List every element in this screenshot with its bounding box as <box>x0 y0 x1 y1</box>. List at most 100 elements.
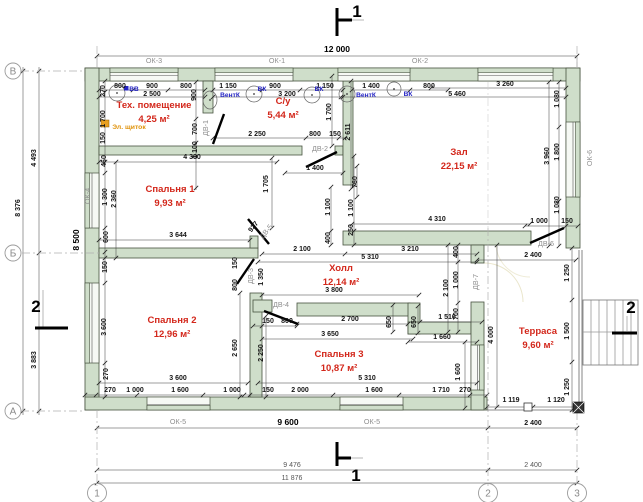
dim-tick <box>330 392 336 398</box>
dimension-label: 270 <box>103 368 110 380</box>
dim-tick <box>445 242 451 248</box>
dim-tick <box>329 73 335 79</box>
dimension-label: 270 <box>100 85 107 97</box>
window-label: ОК-3 <box>146 56 162 65</box>
dimension-label: 3 600 <box>169 375 187 382</box>
dimension-label: 1 660 <box>433 334 451 341</box>
wall <box>84 396 488 411</box>
dimension-label: 3 210 <box>401 246 419 253</box>
room-name-label: Зал <box>450 147 467 158</box>
window-sill <box>477 67 554 73</box>
vent-circle <box>108 84 126 102</box>
dim-tick <box>455 242 461 248</box>
dim-tick <box>102 225 108 231</box>
dim-tick <box>405 321 411 327</box>
dim-tick <box>193 79 199 85</box>
dimension-label: 1 000 <box>530 218 548 225</box>
dim-tick <box>165 87 171 93</box>
electrical-label: Эл. щиток <box>112 124 146 131</box>
dim-tick <box>527 221 533 227</box>
section-label: 2 <box>626 298 635 317</box>
dim-tick <box>556 124 562 130</box>
dim-tick <box>351 183 357 189</box>
dimension-label: 150 <box>102 261 109 273</box>
dimension-label: 1 000 <box>453 271 460 289</box>
axis-col-circle <box>87 483 107 502</box>
dim-tick <box>102 89 108 95</box>
dimension-label: 2 000 <box>291 387 309 394</box>
dimension-label: 1 250 <box>564 378 571 396</box>
dimension-label: 1 400 <box>306 165 324 172</box>
dim-tick <box>259 336 265 342</box>
axis-row-circle <box>4 62 22 80</box>
dim-tick <box>349 87 355 93</box>
section-marks-layer <box>35 8 637 466</box>
dim-tick <box>342 251 348 257</box>
dim-tick <box>546 243 552 249</box>
dimension-label: 4 000 <box>488 326 495 344</box>
dim-tick <box>193 140 199 146</box>
dim-tick <box>328 228 334 234</box>
dimension-label: 150 <box>329 131 341 138</box>
dim-tick <box>556 243 562 249</box>
dimension-lines-layer <box>20 53 582 486</box>
dimension-label: 1 500 <box>564 322 571 340</box>
dim-tick <box>259 292 265 298</box>
dimension-label: 1 100 <box>192 141 199 159</box>
dim-tick <box>102 394 108 400</box>
dim-tick <box>102 280 108 286</box>
dimension-label: 1 700 <box>100 110 107 128</box>
door-leaf <box>236 258 255 285</box>
window-sill <box>339 405 404 411</box>
vent-dot <box>116 92 118 94</box>
dim-tick <box>417 319 423 325</box>
dim-tick <box>259 87 265 93</box>
dim-tick <box>113 159 119 165</box>
dim-tick <box>396 392 402 398</box>
vent-box-icon <box>124 86 129 91</box>
dim-tick <box>269 155 275 161</box>
dim-tick <box>255 380 261 386</box>
dim-tick <box>297 87 303 93</box>
section-label: 1 <box>351 466 360 485</box>
dimension-label: 4 493 <box>31 149 38 167</box>
dimension-label: 3 800 <box>325 287 343 294</box>
dim-tick <box>563 85 569 91</box>
dim-tick <box>269 225 275 231</box>
vent-dot <box>393 88 395 90</box>
dimension-label: 3 260 <box>496 81 514 88</box>
dimension-label: 2 360 <box>111 190 118 208</box>
dim-tick <box>247 392 253 398</box>
dimension-label: 150 <box>561 218 573 225</box>
dim-tick <box>102 249 108 255</box>
dim-tick <box>563 223 569 229</box>
vent-label: ВентК <box>220 92 241 99</box>
dim-tick <box>303 135 309 141</box>
dim-tick <box>113 255 119 261</box>
dimension-label: 400 <box>453 246 460 258</box>
dimension-label: 8 500 <box>71 229 81 251</box>
wall <box>249 235 259 249</box>
dim-tick <box>102 78 108 84</box>
window-sill <box>575 121 581 198</box>
dimension-label: 1 080 <box>554 196 561 214</box>
dim-tick <box>474 339 480 345</box>
dimension-label: 1 710 <box>432 387 450 394</box>
dim-tick <box>574 467 580 473</box>
window-sill <box>479 344 485 391</box>
dim-tick <box>336 135 342 141</box>
dimension-label: 800 <box>281 318 293 325</box>
dimension-label: 1 000 <box>126 387 144 394</box>
dim-tick <box>351 153 357 159</box>
dim-tick <box>102 170 108 176</box>
dim-tick <box>130 87 136 93</box>
window-label: ОК-5 <box>364 417 380 426</box>
section-label: 1 <box>352 2 361 21</box>
dim-tick <box>390 329 396 335</box>
axis-col-label: 1 <box>94 489 100 500</box>
room-area-label: 4,25 м² <box>138 114 169 125</box>
wall <box>98 247 259 259</box>
room-name-label: Спальня 2 <box>148 315 197 326</box>
room-name-label: Холл <box>329 263 353 274</box>
